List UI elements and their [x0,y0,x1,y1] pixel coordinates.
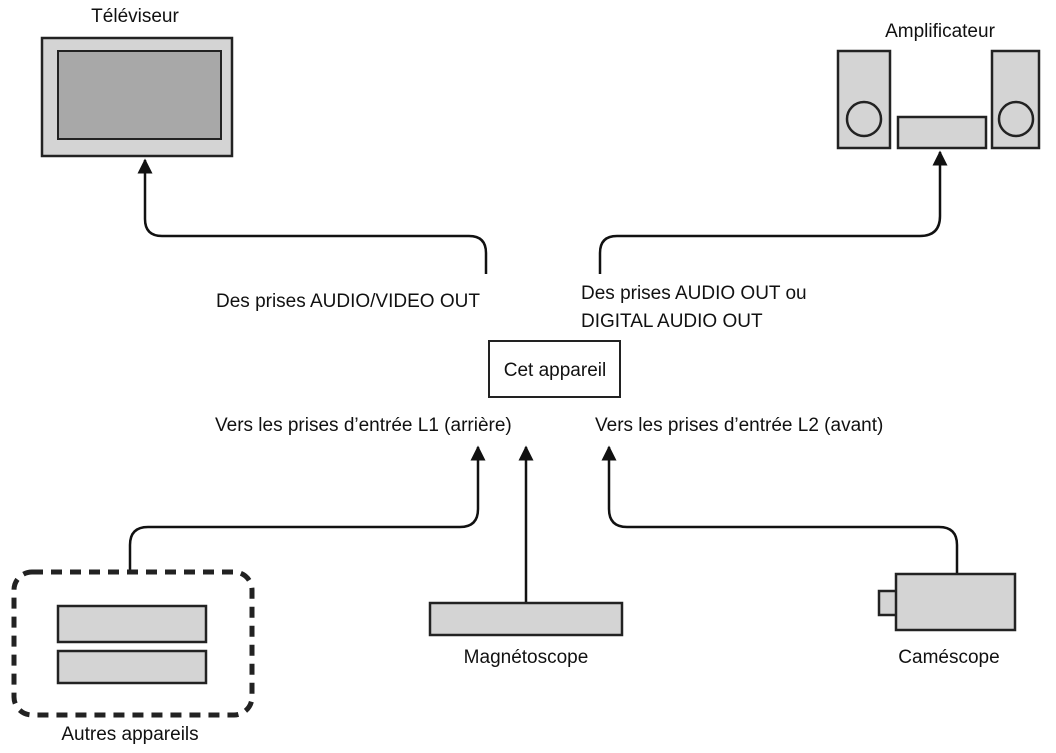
camcorder-icon [877,572,1017,632]
this-unit-box [488,340,621,398]
av-out-label: Des prises AUDIO/VIDEO OUT [216,291,480,312]
television-icon [40,36,234,158]
vcr-icon [428,601,624,637]
tv-label: Téléviseur [91,6,179,27]
wire-other-to-l1 [128,445,486,572]
audio-out-label-line1: Des prises AUDIO OUT ou [581,283,807,304]
speaker-system-icon [836,49,1041,150]
wire-camcorder-to-l2 [601,445,959,574]
camcorder-label: Caméscope [898,647,999,668]
wire-av-out-to-tv [137,158,488,274]
wire-audio-out-to-amplifier [598,150,948,274]
this-unit-label: Cet appareil [504,360,606,381]
audio-out-label-line2: DIGITAL AUDIO OUT [581,311,763,332]
vcr-label: Magnétoscope [464,647,589,668]
other-label: Autres appareils [61,724,198,745]
input-l1-label: Vers les prises d’entrée L1 (arrière) [215,415,512,436]
stacked-devices-icon [11,569,255,718]
input-l2-label: Vers les prises d’entrée L2 (avant) [595,415,883,436]
amplifier-label: Amplificateur [885,21,995,42]
